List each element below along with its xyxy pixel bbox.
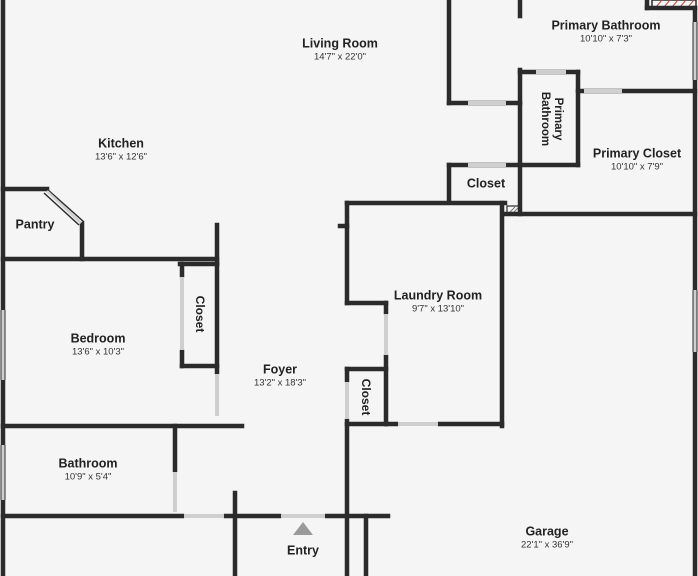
room-living-room: Living Room 14'7" x 22'0"	[302, 37, 378, 64]
room-pantry: Pantry	[16, 218, 55, 233]
room-bedroom-closet: Closet	[193, 295, 207, 333]
room-primary-bathroom: Primary Bathroom 10'10" x 7'3"	[551, 19, 660, 46]
room-name: Pantry	[15, 217, 55, 232]
room-dims: 13'6" x 10'3"	[71, 346, 125, 358]
room-entry: Entry	[287, 544, 319, 559]
room-kitchen: Kitchen 13'6" x 12'6"	[95, 137, 147, 164]
room-dims: 13'2" x 18'3"	[253, 377, 307, 389]
room-dims: 14'7" x 22'0"	[313, 51, 367, 63]
room-bathroom: Bathroom 10'9" x 5'4"	[58, 457, 117, 484]
room-laundry-room: Laundry Room 9'7" x 13'10"	[394, 289, 482, 316]
openings	[1, 22, 697, 518]
room-foyer-closet: Closet	[359, 378, 373, 416]
room-name-line2: Bathroom	[539, 91, 551, 147]
room-dims: 22'1" x 36'9"	[520, 539, 574, 551]
room-name: Garage	[525, 524, 569, 539]
entry-arrow-icon	[293, 522, 313, 535]
room-name: Closet	[466, 176, 506, 191]
room-name: Living Room	[302, 36, 378, 51]
room-primary-bathroom-small: Primary Bathroom	[538, 92, 564, 146]
room-name: Primary Closet	[592, 146, 682, 161]
room-name: Bathroom	[58, 456, 118, 471]
room-name: Bedroom	[70, 331, 126, 346]
room-name: Entry	[287, 543, 319, 558]
room-dims: 13'6" x 12'6"	[94, 151, 148, 163]
opening-edges	[0, 22, 698, 500]
room-foyer: Foyer 13'2" x 18'3"	[254, 363, 306, 390]
room-name-line1: Primary	[552, 97, 564, 141]
room-name: Kitchen	[98, 136, 144, 151]
room-dims: 10'10" x 7'3"	[579, 33, 633, 45]
room-name: Foyer	[262, 362, 298, 377]
room-closet-top: Closet	[467, 177, 505, 192]
room-bedroom: Bedroom 13'6" x 10'3"	[71, 332, 126, 359]
room-name: Laundry Room	[393, 288, 483, 303]
room-dims: 10'9" x 5'4"	[64, 471, 112, 483]
room-dims: 9'7" x 13'10"	[411, 303, 465, 315]
room-garage: Garage 22'1" x 36'9"	[521, 525, 573, 552]
room-primary-closet: Primary Closet 10'10" x 7'9"	[593, 147, 681, 174]
room-dims: 10'10" x 7'9"	[610, 161, 664, 173]
room-name: Primary Bathroom	[551, 18, 661, 33]
pantry-angled-wall	[43, 188, 85, 226]
